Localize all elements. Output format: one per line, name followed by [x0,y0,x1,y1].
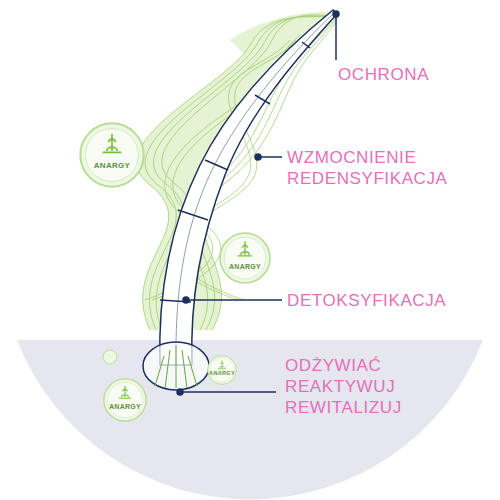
bubble-label: ANARGY [109,403,141,410]
anargy-bubble: ANARGY [103,378,147,422]
hair-core [176,12,335,365]
bubble-shape [219,232,271,284]
bubble-shape [207,355,237,385]
callout-label: ODŻYWIAĆ REAKTYWUJ REWITALIZUJ [285,355,445,418]
bulb-roots [155,345,197,388]
bubble-label: ANARGY [229,263,261,270]
bubble-shape [103,378,147,422]
bubble [103,350,117,364]
hair-bulb [143,342,209,390]
leader-lines [177,11,339,395]
bubble-shape [79,122,145,188]
scalp-region [17,340,483,499]
anargy-bubble: ANARGY [207,355,237,385]
bubble-label: ANARGY [209,371,235,377]
callout-label: DETOKSYFIKACJA [287,290,487,311]
callout-label: OCHRONA [338,64,488,85]
anargy-bubble: ANARGY [79,122,145,188]
bubble-label: ANARGY [94,162,130,170]
anargy-bubble: ANARGY [219,232,271,284]
callout-label: WZMOCNIENIE REDENSYFIKACJA [287,147,487,189]
